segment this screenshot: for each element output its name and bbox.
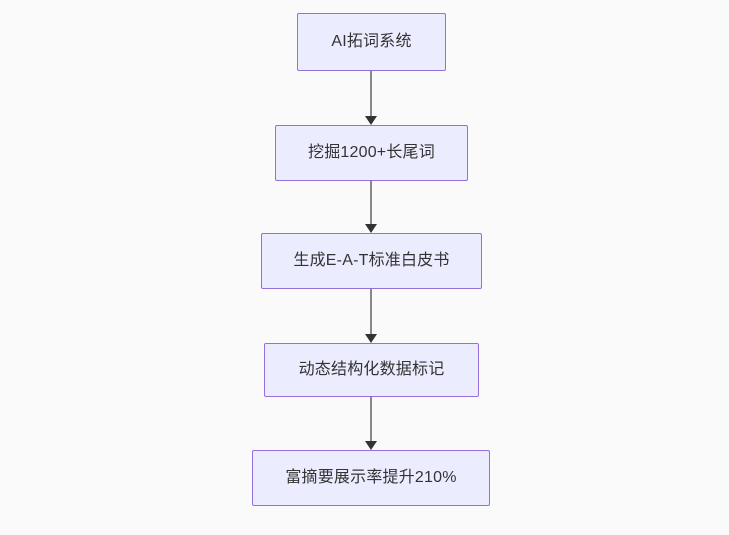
arrowhead-icon <box>365 224 377 233</box>
flow-node-rich-snippet-uplift[interactable]: 富摘要展示率提升210% <box>252 450 490 506</box>
edge-line <box>370 71 372 117</box>
flow-node-generate-eat-whitepaper[interactable]: 生成E-A-T标准白皮书 <box>261 233 482 289</box>
flow-node-mine-longtail-keywords[interactable]: 挖掘1200+长尾词 <box>275 125 468 181</box>
flow-node-label: 生成E-A-T标准白皮书 <box>293 252 450 269</box>
edge-line <box>370 397 372 442</box>
flow-node-label: AI拓词系统 <box>331 33 412 50</box>
edge-line <box>370 289 372 335</box>
flow-node-dynamic-structured-data[interactable]: 动态结构化数据标记 <box>264 343 479 397</box>
arrowhead-icon <box>365 334 377 343</box>
flow-node-label: 挖掘1200+长尾词 <box>308 144 435 161</box>
arrowhead-icon <box>365 116 377 125</box>
flow-node-label: 动态结构化数据标记 <box>298 361 445 378</box>
edge-line <box>370 181 372 225</box>
flow-node-ai-keyword-system[interactable]: AI拓词系统 <box>297 13 446 71</box>
arrowhead-icon <box>365 441 377 450</box>
flow-node-label: 富摘要展示率提升210% <box>285 469 457 486</box>
